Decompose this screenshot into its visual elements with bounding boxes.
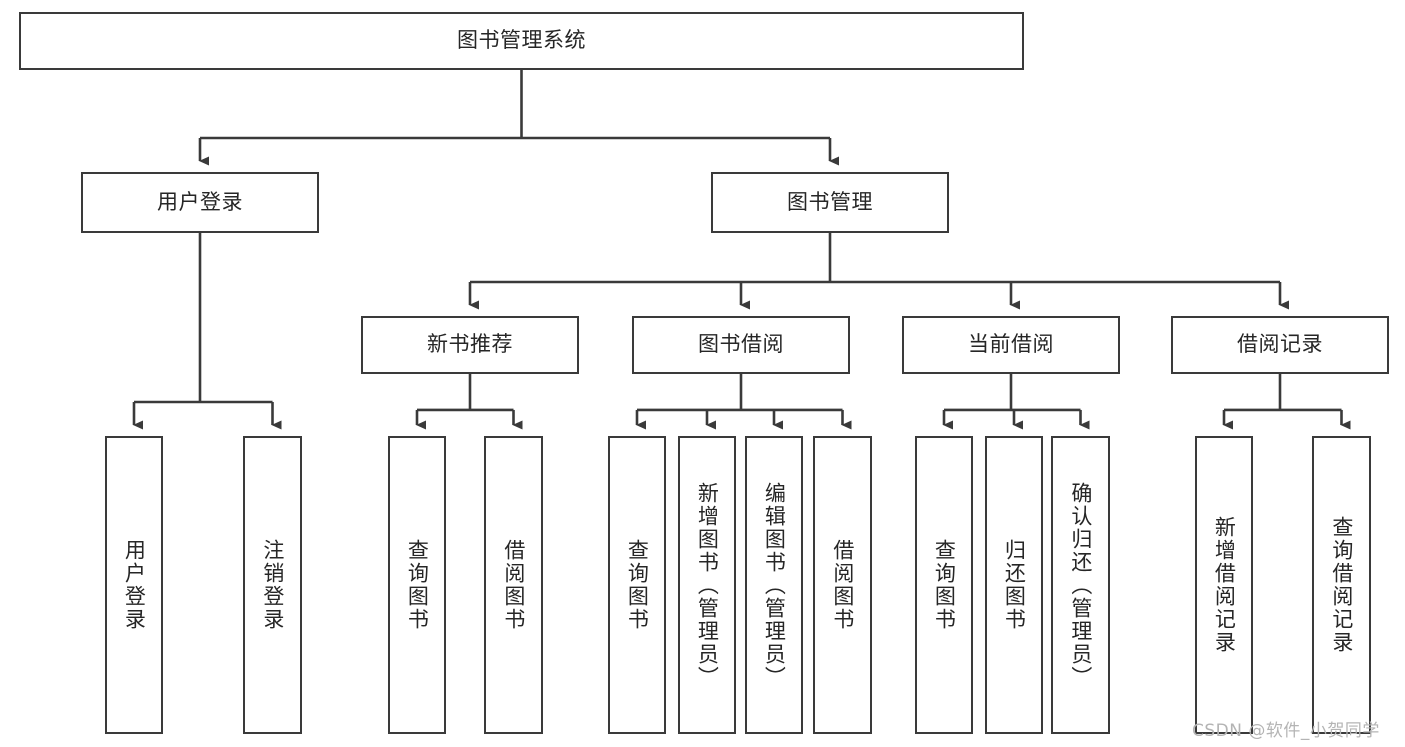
node-leaf-query-3[interactable]: 查询图书 bbox=[915, 436, 973, 734]
node-label: 归还图书 bbox=[1002, 539, 1027, 631]
node-label: 当前借阅 bbox=[968, 332, 1054, 357]
node-leaf-edit-book[interactable]: 编辑图书（管理员） bbox=[745, 436, 803, 734]
node-label: 新增图书（管理员） bbox=[695, 481, 720, 689]
node-new-book-rec[interactable]: 新书推荐 bbox=[361, 316, 579, 374]
node-label: 图书借阅 bbox=[698, 332, 784, 357]
node-leaf-query-rec[interactable]: 查询借阅记录 bbox=[1312, 436, 1371, 734]
node-leaf-query-2[interactable]: 查询图书 bbox=[608, 436, 666, 734]
node-label: 新书推荐 bbox=[427, 332, 513, 357]
node-label: 新增借阅记录 bbox=[1212, 516, 1237, 654]
csdn-watermark: CSDN @软件_小贺同学 bbox=[1192, 721, 1380, 741]
node-label: 借阅图书 bbox=[830, 539, 855, 631]
node-label: 用户登录 bbox=[157, 189, 243, 214]
node-leaf-borrow-1[interactable]: 借阅图书 bbox=[484, 436, 543, 734]
node-label: 查询借阅记录 bbox=[1329, 516, 1354, 654]
node-label: 图书管理 bbox=[787, 189, 873, 214]
node-leaf-borrow-2[interactable]: 借阅图书 bbox=[813, 436, 872, 734]
node-leaf-return[interactable]: 归还图书 bbox=[985, 436, 1043, 734]
node-leaf-confirm[interactable]: 确认归还（管理员） bbox=[1051, 436, 1110, 734]
node-borrow-record[interactable]: 借阅记录 bbox=[1171, 316, 1389, 374]
node-current-borrow[interactable]: 当前借阅 bbox=[902, 316, 1120, 374]
node-label: 图书管理系统 bbox=[457, 28, 586, 53]
node-label: 查询图书 bbox=[932, 539, 957, 631]
node-label: 注销登录 bbox=[260, 539, 285, 631]
node-leaf-logout[interactable]: 注销登录 bbox=[243, 436, 302, 734]
node-label: 确认归还（管理员） bbox=[1068, 481, 1093, 689]
node-label: 查询图书 bbox=[625, 539, 650, 631]
node-leaf-user-login[interactable]: 用户登录 bbox=[105, 436, 163, 734]
node-leaf-add-rec[interactable]: 新增借阅记录 bbox=[1195, 436, 1253, 734]
node-book-manage[interactable]: 图书管理 bbox=[711, 172, 949, 233]
node-label: 用户登录 bbox=[122, 539, 147, 631]
node-root[interactable]: 图书管理系统 bbox=[19, 12, 1024, 70]
node-label: 借阅图书 bbox=[501, 539, 526, 631]
node-leaf-add-book[interactable]: 新增图书（管理员） bbox=[678, 436, 736, 734]
node-book-borrow[interactable]: 图书借阅 bbox=[632, 316, 850, 374]
node-label: 借阅记录 bbox=[1237, 332, 1323, 357]
node-label: 编辑图书（管理员） bbox=[762, 481, 787, 689]
node-label: 查询图书 bbox=[405, 539, 430, 631]
node-leaf-query-1[interactable]: 查询图书 bbox=[388, 436, 446, 734]
node-user-login[interactable]: 用户登录 bbox=[81, 172, 319, 233]
